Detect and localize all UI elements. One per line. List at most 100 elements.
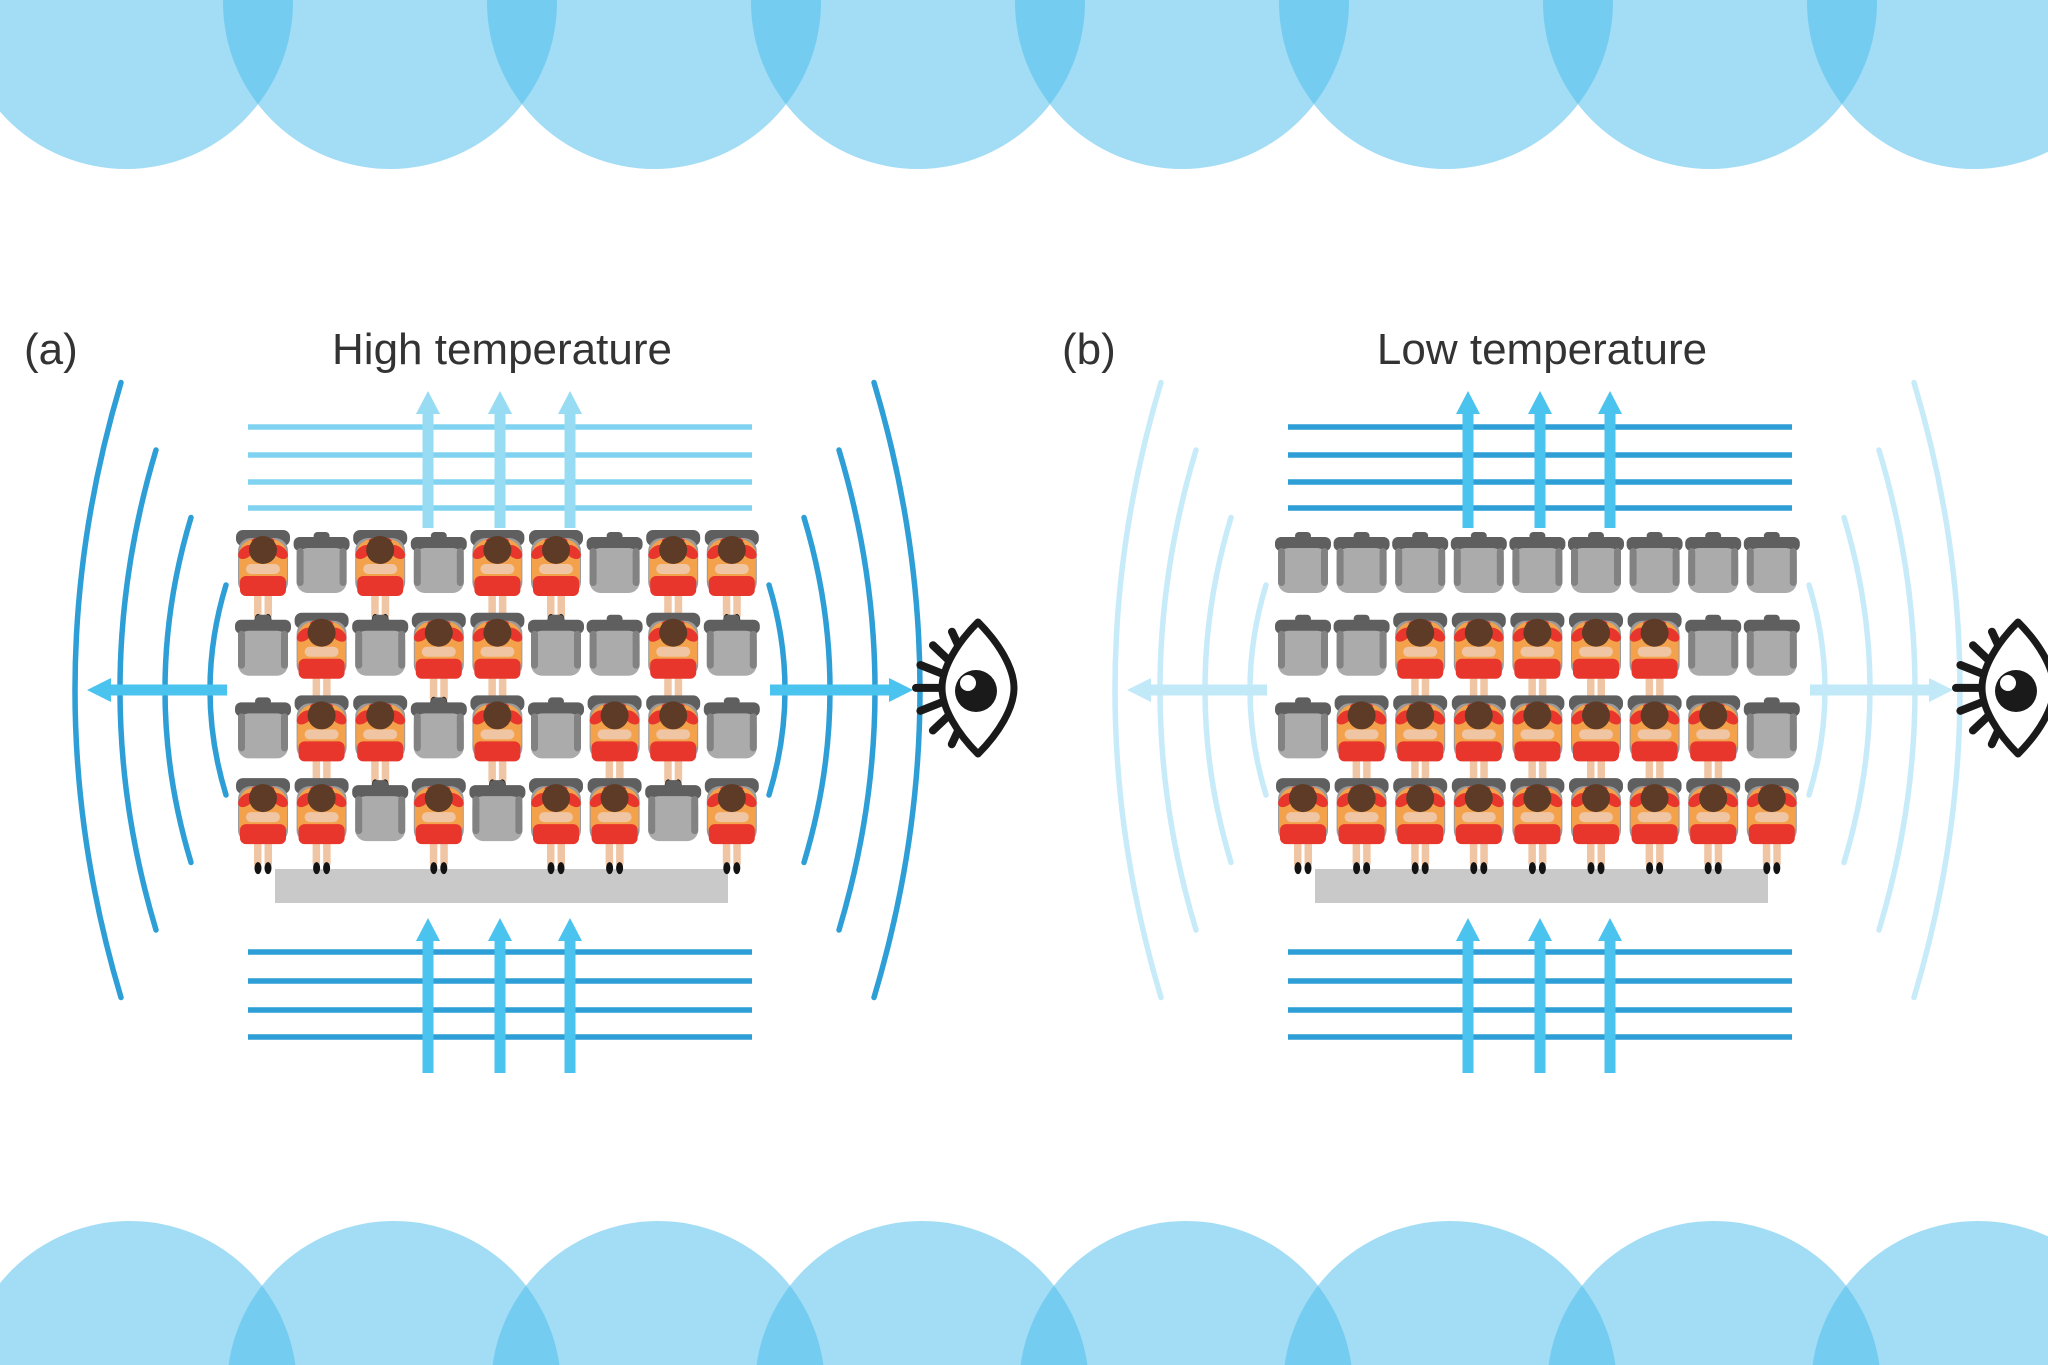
beam-arrow-up-icon bbox=[1456, 391, 1480, 528]
seated-woman-icon bbox=[1566, 776, 1626, 877]
seated-woman-icon bbox=[526, 528, 586, 628]
scattered-wave-arc bbox=[1112, 379, 1164, 1001]
scattered-arrow-icon bbox=[1810, 678, 1953, 702]
scallop-circle bbox=[1020, 1221, 1352, 1365]
seated-woman-icon bbox=[526, 776, 586, 877]
scattered-wave-arc bbox=[72, 379, 124, 1001]
scallop-circle bbox=[487, 0, 821, 169]
panel-a-diagram bbox=[72, 379, 1018, 1073]
platform-bar bbox=[1315, 869, 1768, 903]
seated-woman-icon bbox=[585, 693, 645, 794]
seated-woman-icon bbox=[1625, 693, 1685, 794]
seated-woman-icon bbox=[467, 610, 527, 711]
cooking-pot-icon bbox=[469, 780, 526, 842]
beam-arrow-up-icon bbox=[558, 391, 582, 528]
scallop-circle bbox=[1284, 1221, 1616, 1365]
seated-woman-icon bbox=[409, 776, 469, 877]
seated-woman-icon bbox=[1507, 610, 1567, 711]
cooking-pot-icon bbox=[352, 780, 409, 842]
cooking-pot-icon bbox=[1743, 697, 1800, 759]
seated-woman-icon bbox=[702, 528, 762, 628]
scallop-circle bbox=[0, 0, 293, 169]
seated-woman-icon bbox=[1507, 776, 1567, 877]
scallop-circle bbox=[228, 1221, 560, 1365]
cooking-pot-icon bbox=[1275, 614, 1331, 676]
scallop-circle bbox=[0, 1221, 296, 1365]
cooking-pot-icon bbox=[1450, 532, 1507, 593]
seated-woman-icon bbox=[1507, 693, 1567, 794]
cooking-pot-icon bbox=[410, 532, 467, 593]
platform-bar bbox=[275, 869, 728, 903]
cooking-pot-icon bbox=[1743, 532, 1800, 593]
beam-arrow-up-icon bbox=[1598, 391, 1622, 528]
scattered-arrow-icon bbox=[87, 678, 227, 702]
seated-woman-icon bbox=[1273, 776, 1333, 877]
scallop-circle bbox=[1807, 0, 2048, 169]
beam-arrow-up-icon bbox=[1528, 391, 1552, 528]
seated-woman-icon bbox=[467, 528, 527, 628]
seated-woman-icon bbox=[292, 776, 352, 877]
cooking-pot-icon bbox=[1333, 614, 1390, 676]
scallop-circle bbox=[1812, 1221, 2048, 1365]
seated-woman-icon bbox=[643, 610, 703, 711]
seated-woman-icon bbox=[585, 776, 645, 877]
cooking-pot-icon bbox=[1743, 614, 1800, 676]
seated-woman-icon bbox=[350, 693, 410, 794]
seated-woman-icon bbox=[1390, 693, 1450, 794]
panel-a-title: High temperature bbox=[332, 325, 672, 374]
seated-woman-icon bbox=[643, 528, 703, 628]
seated-woman-icon bbox=[1449, 693, 1509, 794]
scallop-circle bbox=[492, 1221, 824, 1365]
seated-woman-icon bbox=[1625, 610, 1685, 711]
cooking-pot-icon bbox=[1685, 532, 1742, 593]
cooking-pot-icon bbox=[1685, 614, 1742, 676]
panel-b-title: Low temperature bbox=[1376, 325, 1708, 374]
scallop-circle bbox=[1548, 1221, 1880, 1365]
seated-woman-icon bbox=[409, 610, 469, 711]
scallop-circle bbox=[751, 0, 1085, 169]
cooking-pot-icon bbox=[1626, 532, 1683, 593]
seated-woman-icon bbox=[292, 610, 352, 711]
cooking-pot-icon bbox=[703, 614, 760, 676]
beam-arrow-up-icon bbox=[488, 391, 512, 528]
scallop-circle bbox=[1543, 0, 1877, 169]
cooking-pot-icon bbox=[235, 614, 291, 676]
top-scallop-border bbox=[0, 0, 2048, 169]
seated-woman-icon bbox=[1332, 776, 1392, 877]
scallop-circle bbox=[223, 0, 557, 169]
cooking-pot-icon bbox=[528, 614, 584, 676]
seated-woman-icon bbox=[1390, 776, 1450, 877]
scallop-circle bbox=[1015, 0, 1349, 169]
cooking-pot-icon bbox=[528, 697, 584, 759]
seated-woman-icon bbox=[1683, 693, 1743, 794]
cooking-pot-icon bbox=[1509, 532, 1566, 593]
beam-arrow-up-icon bbox=[416, 918, 440, 1073]
beam-arrow-up-icon bbox=[1456, 918, 1480, 1073]
cooking-pot-icon bbox=[1392, 532, 1449, 593]
beam-arrow-up-icon bbox=[416, 391, 440, 528]
seated-woman-icon bbox=[1390, 610, 1450, 711]
seated-woman-icon bbox=[350, 528, 410, 628]
seated-woman-icon bbox=[1566, 693, 1626, 794]
cooking-pot-icon bbox=[586, 614, 643, 676]
cooking-pot-icon bbox=[703, 697, 760, 759]
panel-b-label: (b) bbox=[1062, 325, 1116, 374]
cooking-pot-icon bbox=[1275, 697, 1331, 759]
bottom-scallop-border bbox=[0, 1221, 2048, 1365]
scallop-circle bbox=[1279, 0, 1613, 169]
scattered-arrow-icon bbox=[770, 678, 913, 702]
seated-woman-icon bbox=[702, 776, 762, 877]
seated-woman-icon bbox=[1566, 610, 1626, 711]
seated-woman-icon bbox=[233, 528, 293, 628]
scallop-circle bbox=[756, 1221, 1088, 1365]
panel-b-diagram bbox=[1112, 379, 2048, 1073]
cooking-pot-icon bbox=[586, 532, 643, 593]
eye-icon bbox=[912, 618, 1018, 758]
seated-woman-icon bbox=[1683, 776, 1743, 877]
seated-woman-icon bbox=[1625, 776, 1685, 877]
seated-woman-icon bbox=[1332, 693, 1392, 794]
seated-woman-icon bbox=[292, 693, 352, 794]
cooking-pot-icon bbox=[1275, 532, 1331, 593]
